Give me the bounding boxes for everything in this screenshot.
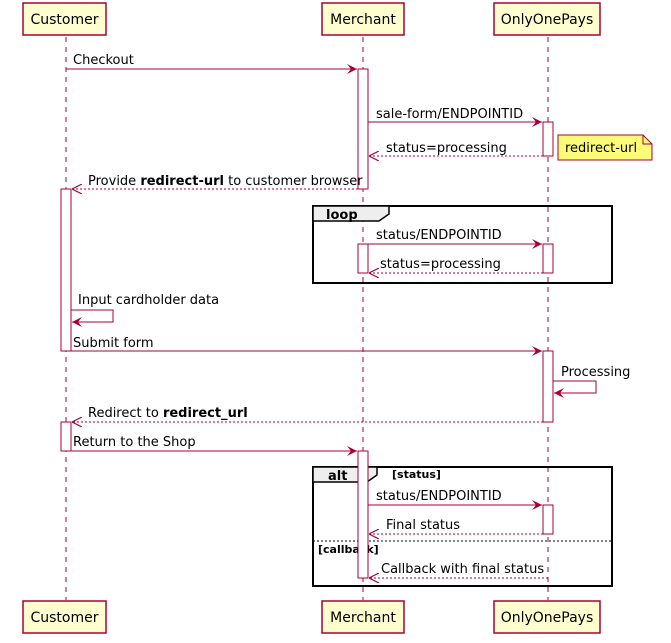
message-label: Final status (386, 518, 460, 533)
participant-label: Customer (30, 610, 98, 626)
message-submit-form: Submit form (71, 336, 542, 356)
participant-label: OnlyOnePays (501, 12, 594, 28)
message-alt-status: status/ENDPOINTID (368, 489, 542, 510)
alt-condition: [status] (392, 468, 441, 481)
message-label: status/ENDPOINTID (376, 228, 502, 243)
message-status-processing: status=processing (369, 141, 543, 156)
message-label: status=processing (386, 141, 507, 156)
note-text: redirect-url (565, 141, 637, 156)
participant-customer-bottom: Customer (22, 600, 107, 634)
message-sale-form: sale-form/ENDPOINTID (368, 107, 542, 127)
customer-activation (60, 188, 72, 352)
message-label: Processing (561, 365, 630, 380)
message-label: Provide redirect-url to customer browser (88, 174, 363, 189)
loop-fragment: loop (312, 205, 613, 284)
merchant-activation (357, 68, 369, 190)
message-final-status: Final status (369, 518, 543, 534)
onlyonepays-activation (542, 350, 554, 423)
participant-label: Customer (30, 12, 98, 28)
customer-activation (60, 421, 72, 452)
onlyonepays-activation (542, 504, 554, 535)
message-label: status/ENDPOINTID (376, 489, 502, 504)
message-label-prefix: Redirect to (88, 406, 163, 421)
onlyonepays-activation (542, 121, 554, 157)
alt-keyword: alt (328, 469, 347, 484)
message-label: Redirect to redirect_url (88, 406, 248, 421)
message-label: status=processing (380, 257, 501, 272)
message-input-cardholder-data: Input cardholder data (71, 293, 219, 327)
onlyonepays-activation (542, 243, 554, 274)
message-label-suffix: to customer browser (224, 174, 363, 189)
participant-onlyonepays-top: OnlyOnePays (493, 2, 601, 36)
message-label: sale-form/ENDPOINTID (376, 107, 523, 122)
message-loop-status: status/ENDPOINTID (368, 228, 542, 249)
participant-merchant-bottom: Merchant (321, 600, 405, 634)
participant-label: Merchant (330, 610, 396, 626)
message-label-bold: redirect-url (140, 174, 224, 189)
participant-label: OnlyOnePays (501, 610, 594, 626)
message-label-prefix: Provide (88, 174, 140, 189)
participant-label: Merchant (330, 12, 396, 28)
message-redirect-to-redirect-url: Redirect to redirect_url (72, 406, 543, 422)
participant-onlyonepays-bottom: OnlyOnePays (493, 600, 601, 634)
message-label: Return to the Shop (73, 435, 196, 450)
message-label: Callback with final status (381, 562, 544, 577)
participant-customer-top: Customer (22, 2, 107, 36)
message-processing: Processing (553, 365, 630, 398)
message-checkout: Checkout (66, 53, 357, 74)
loop-keyword: loop (326, 208, 358, 223)
message-label: Input cardholder data (78, 293, 219, 308)
message-callback-final-status: Callback with final status (369, 562, 548, 578)
message-loop-processing: status=processing (369, 257, 543, 273)
message-label-bold: redirect_url (163, 406, 248, 421)
message-label: Checkout (73, 53, 134, 68)
message-return-to-shop: Return to the Shop (71, 435, 357, 456)
redirect-url-note: redirect-url (557, 134, 653, 161)
message-provide-redirect-url: Provide redirect-url to customer browser (72, 174, 363, 189)
else-condition: [callback] (318, 543, 379, 556)
participant-merchant-top: Merchant (321, 2, 405, 36)
message-label: Submit form (73, 336, 154, 351)
merchant-activation (357, 450, 369, 579)
merchant-activation (357, 243, 369, 274)
